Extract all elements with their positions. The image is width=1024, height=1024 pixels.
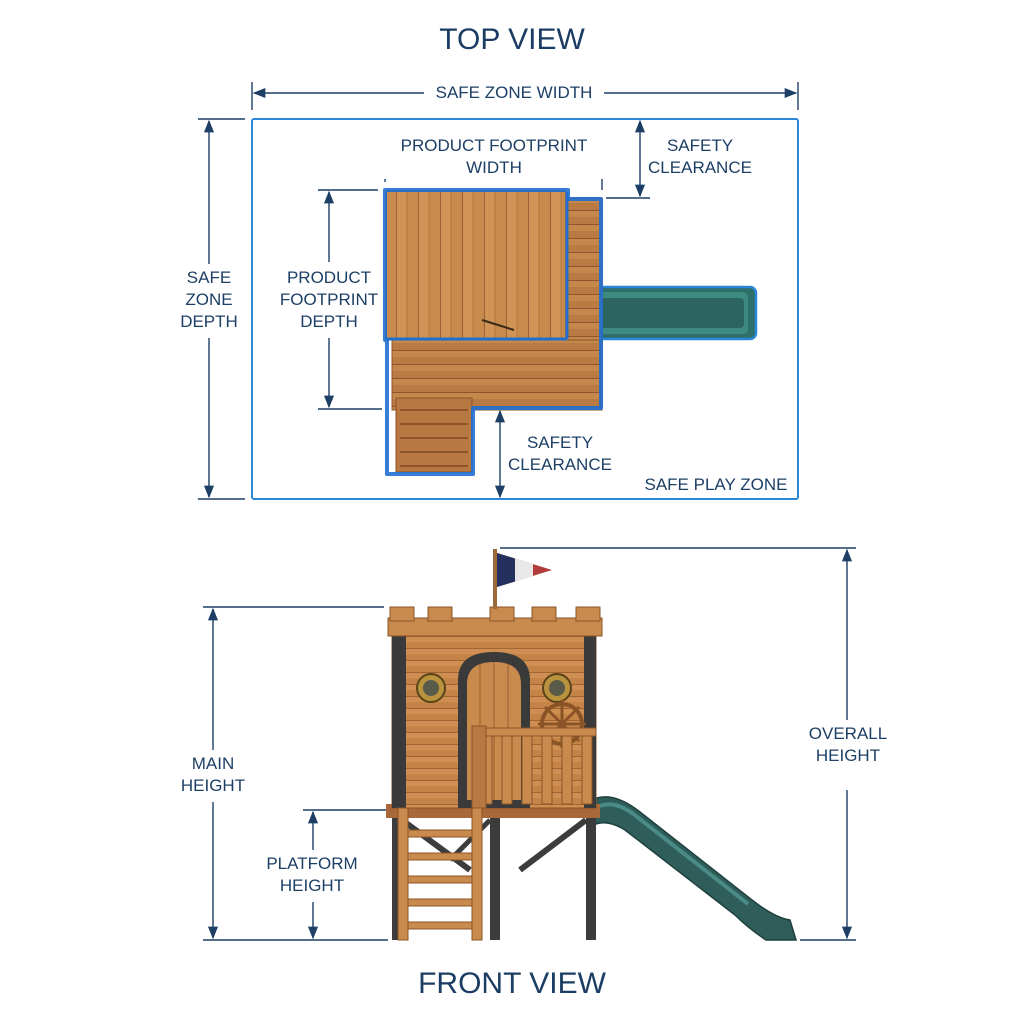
roof-top-view bbox=[385, 190, 567, 340]
porthole-right bbox=[542, 673, 572, 703]
footprint-width-label: PRODUCT FOOTPRINT WIDTH bbox=[384, 135, 604, 179]
safety-clearance-top-label: SAFETY CLEARANCE bbox=[648, 136, 752, 177]
safety-clearance-bottom-label: SAFETY CLEARANCE bbox=[508, 433, 612, 474]
safe-zone-depth-label: SAFE ZONE DEPTH bbox=[180, 268, 238, 331]
porthole-left bbox=[416, 673, 446, 703]
main-height-label: MAIN HEIGHT bbox=[180, 754, 246, 795]
front-view-title: FRONT VIEW bbox=[418, 967, 606, 1000]
ladder-front-view bbox=[397, 807, 483, 941]
safe-play-zone-outline bbox=[251, 118, 799, 500]
playhouse-top-plan bbox=[383, 188, 758, 476]
safe-play-zone-label: SAFE PLAY ZONE bbox=[644, 475, 788, 494]
slide-top-view bbox=[584, 285, 758, 341]
top-view-title: TOP VIEW bbox=[439, 23, 585, 56]
flag bbox=[493, 549, 552, 609]
overall-height-label: OVERALL HEIGHT bbox=[808, 724, 888, 765]
footprint-depth-dimension bbox=[318, 189, 382, 410]
top-view bbox=[198, 82, 799, 500]
platform-height-dimension bbox=[303, 809, 390, 940]
playhouse-front bbox=[386, 549, 798, 941]
platform-height-label: PLATFORM HEIGHT bbox=[266, 854, 358, 895]
battlements bbox=[387, 606, 603, 637]
safe-zone-width-label: SAFE ZONE WIDTH bbox=[424, 82, 604, 104]
safety-clearance-top-dimension bbox=[606, 119, 650, 199]
front-view bbox=[203, 547, 856, 941]
safe-zone-depth-dimension bbox=[198, 118, 245, 500]
footprint-depth-label: PRODUCT FOOTPRINT DEPTH bbox=[279, 268, 379, 331]
main-height-dimension bbox=[203, 606, 388, 941]
overall-height-dimension bbox=[500, 547, 856, 941]
porch-railing bbox=[471, 725, 597, 809]
ladder-top-view bbox=[395, 397, 473, 473]
slide-front-view bbox=[591, 796, 798, 941]
